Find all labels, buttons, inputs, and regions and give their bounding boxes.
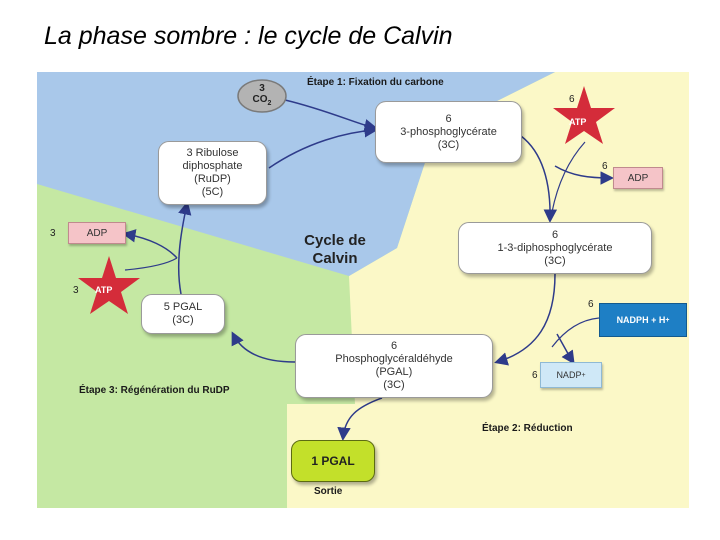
- atp-star-left: [78, 256, 140, 314]
- output-caption: Sortie: [314, 486, 343, 497]
- calvin-cycle-diagram: Étape 1: Fixation du carbone Étape 2: Ré…: [37, 72, 689, 508]
- atp-star-top: [553, 86, 615, 144]
- arrow-pga-to-dpg: [520, 135, 558, 223]
- stage-1-label: Étape 1: Fixation du carbone: [307, 77, 444, 88]
- co2-count: 3: [259, 83, 265, 94]
- node-3-phosphoglycerate: 6 3-phosphoglycérate (3C): [375, 101, 522, 163]
- node-5-pgal: 5 PGAL (3C): [141, 294, 225, 334]
- arrow-to-nadp: [556, 333, 575, 365]
- atp-left-label: ATP: [95, 285, 113, 295]
- adp-left-box: ADP: [68, 222, 126, 244]
- arrow-atp-to-dpg: [551, 141, 586, 213]
- node-phosphoglyceraldehyde: 6 Phosphoglycéraldéhyde (PGAL) (3C): [295, 334, 493, 398]
- arrow-nadph-in: [551, 317, 600, 348]
- nadph-box: NADPH + H+: [599, 303, 687, 337]
- arrow-dpg-to-pgal6: [494, 273, 556, 366]
- stage-3-label: Étape 3: Régénération du RuDP: [79, 385, 230, 396]
- arrow-pgal5-to-rudp: [177, 201, 192, 295]
- node-ribulose-diphosphate: 3 Ribulose diphosphate (RuDP) (5C): [158, 141, 267, 205]
- adp-right-count: 6: [602, 161, 608, 172]
- arrow-pgal6-to-output: [337, 397, 383, 441]
- node-1-3-diphosphoglycerate: 6 1-3-diphosphoglycérate (3C): [458, 222, 652, 274]
- page-title: La phase sombre : le cycle de Calvin: [44, 22, 453, 50]
- atp-left-count: 3: [73, 285, 79, 296]
- co2-formula: CO2: [252, 94, 272, 107]
- stage-2-label: Étape 2: Réduction: [482, 423, 573, 434]
- co2-label: 3 CO2: [238, 83, 286, 109]
- nadph-count: 6: [588, 299, 594, 310]
- cycle-center-label: Cycle de Calvin: [304, 232, 366, 267]
- adp-left-count: 3: [50, 228, 56, 239]
- output-pgal-box: 1 PGAL: [291, 440, 375, 482]
- yellow-region: [287, 72, 689, 508]
- adp-right-box: ADP: [613, 167, 663, 189]
- atp-top-count: 6: [569, 94, 575, 105]
- atp-top-label: ATP: [569, 117, 587, 127]
- arrow-atp-left-in: [124, 257, 178, 271]
- arrow-to-adp-left: [122, 229, 178, 259]
- arrow-pgal6-to-pgal5: [231, 331, 296, 363]
- nadp-box: NADP+: [540, 362, 602, 388]
- arrow-to-adp-right: [554, 165, 614, 185]
- nadp-count: 6: [532, 370, 538, 381]
- co2-ellipse: [237, 79, 287, 113]
- arrow-rudp-to-pga: [268, 124, 378, 169]
